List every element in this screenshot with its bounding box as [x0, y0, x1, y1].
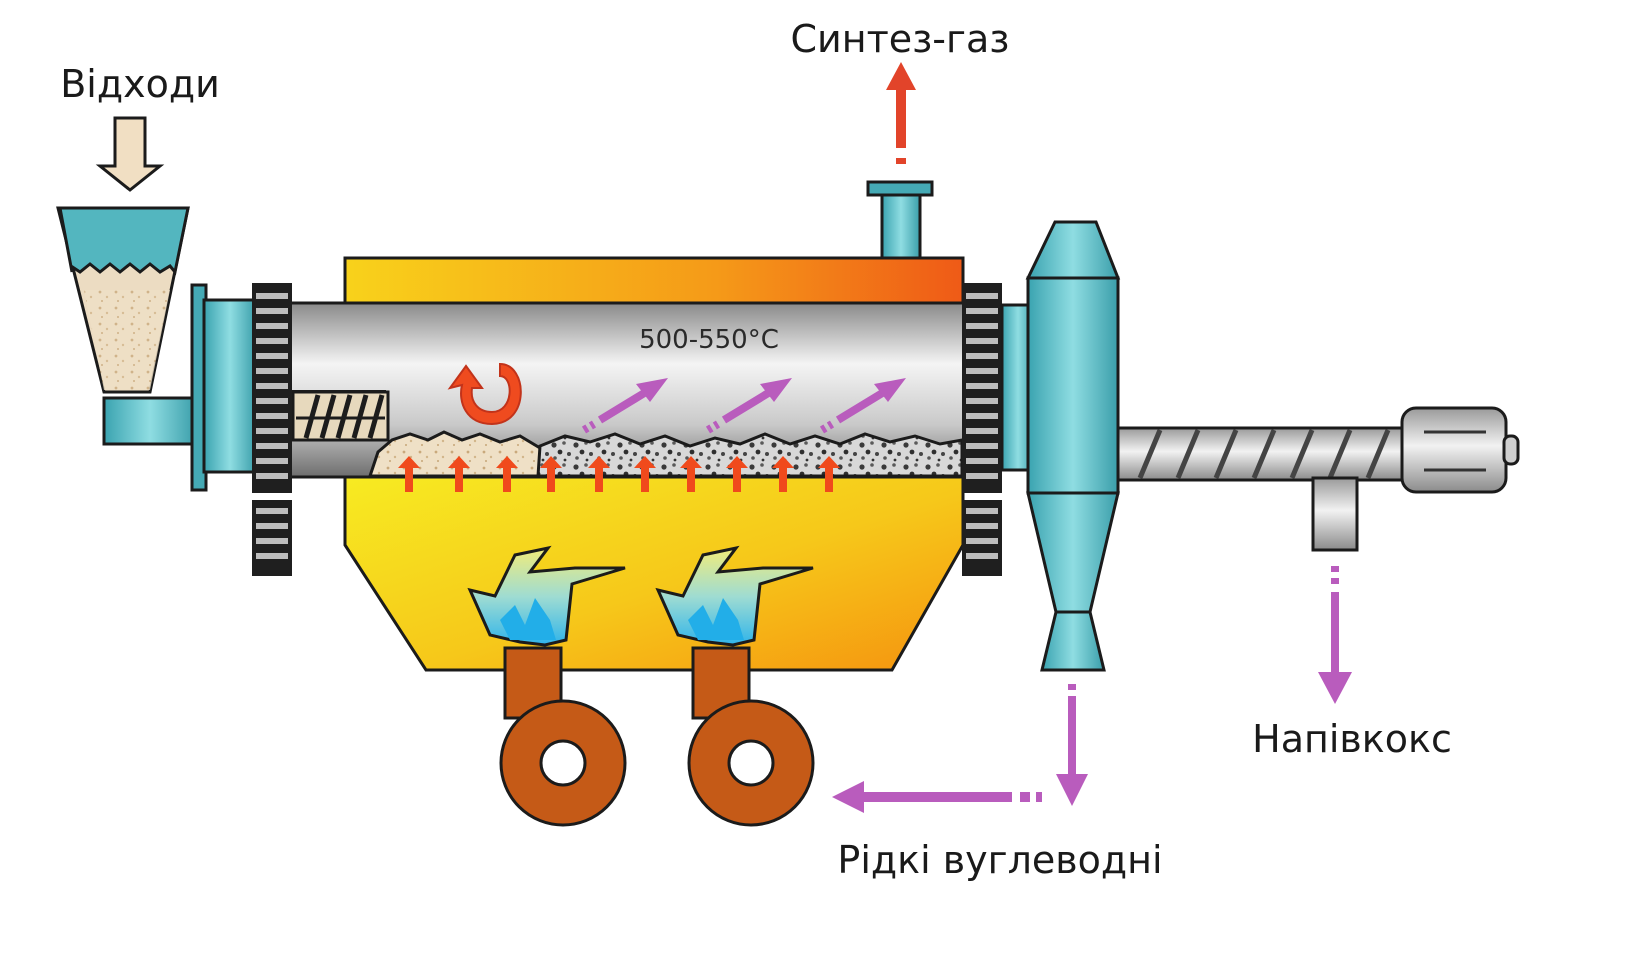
semicoke-arrow [1318, 566, 1352, 704]
inlet-neck [202, 298, 258, 474]
right-gear-icon [962, 283, 1002, 576]
gas-flow-arrows [581, 378, 906, 434]
syngas-arrow [886, 62, 916, 164]
rotation-arrow-icon [447, 362, 522, 426]
burner-left [467, 545, 627, 827]
feed-hopper [56, 206, 198, 446]
liquid-hydrocarbons-arrow [832, 684, 1088, 813]
temperature-label: 500-550°C [639, 325, 779, 355]
rotating-drum [276, 301, 970, 479]
semicoke-label: Напівкокс [1252, 717, 1452, 761]
syngas-outlet-pipe [866, 180, 934, 260]
discharge-screw [1116, 406, 1520, 552]
left-gear-icon [252, 283, 292, 576]
syngas-label: Синтез-газ [791, 17, 1010, 61]
heat-arrows [398, 456, 840, 492]
waste-input-arrow [95, 116, 165, 192]
cyclone-separator [1000, 220, 1121, 672]
burner-right [655, 545, 815, 827]
waste-label: Відходи [60, 62, 220, 106]
liquid-hydrocarbons-label: Рідкі вуглеводні [837, 838, 1162, 882]
